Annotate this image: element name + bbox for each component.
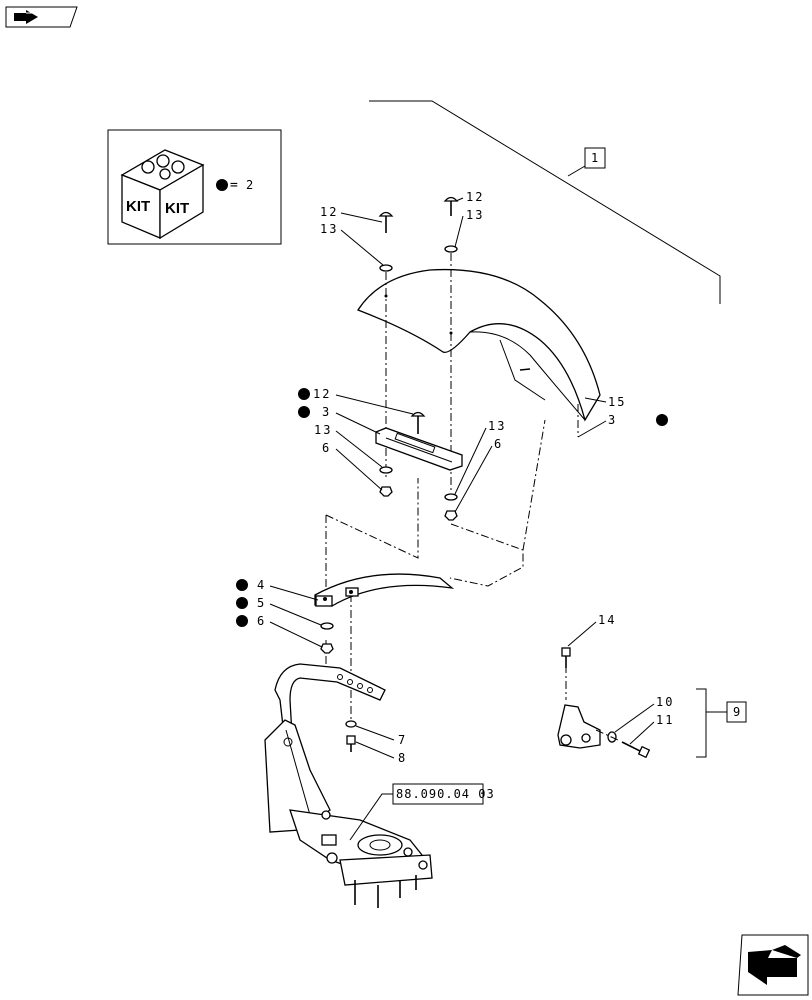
nut-6-c	[320, 643, 334, 654]
back-arrow-icon[interactable]	[5, 6, 78, 28]
reference-label: 88.090.04 03	[396, 787, 495, 801]
callout-6-c: 6	[257, 614, 266, 628]
nut-6-a	[379, 486, 393, 497]
bolt-12-right	[443, 196, 459, 216]
callout-1: 1	[591, 151, 600, 165]
bolt-12-left	[378, 211, 394, 233]
bolt-11	[621, 741, 651, 759]
kit-box-icon: KIT KIT	[120, 149, 205, 240]
bolt-12-mid	[410, 411, 426, 434]
callout-3-b: 3	[608, 413, 617, 427]
fender-support-bracket	[264, 663, 433, 908]
assembly-1-bracket: 1	[369, 100, 721, 304]
reference-box[interactable]: 88.090.04 03	[349, 783, 495, 841]
callout-12-a: 12	[320, 205, 338, 219]
assembly-9-bracket: 9	[696, 688, 747, 758]
kit-bullet	[236, 615, 248, 627]
callout-11: 11	[656, 713, 674, 727]
callout-13-b: 13	[466, 208, 484, 222]
strap-4	[314, 573, 455, 607]
washer-7	[345, 720, 357, 728]
kit-bullet	[216, 179, 228, 191]
callout-8: 8	[398, 751, 407, 765]
callout-3-a: 3	[322, 405, 331, 419]
kit-label-left: KIT	[126, 198, 150, 215]
callout-6-a: 6	[322, 441, 331, 455]
bracket-3	[375, 427, 463, 471]
nut-6-b	[444, 510, 458, 521]
bracket-9-part	[557, 665, 601, 749]
kit-bullet	[656, 414, 668, 426]
callout-13-d: 13	[488, 419, 506, 433]
callout-14: 14	[598, 613, 616, 627]
callout-4: 4	[257, 578, 266, 592]
callout-9: 9	[733, 705, 742, 719]
kit-bullet	[298, 388, 310, 400]
kit-legend: KIT KIT = 2	[107, 129, 282, 245]
washer-13-d	[444, 493, 458, 501]
bolt-8	[346, 735, 356, 752]
bolt-14	[561, 647, 571, 668]
kit-bullet	[236, 579, 248, 591]
washer-13-right	[444, 245, 458, 253]
callout-7: 7	[398, 733, 407, 747]
callout-13-c: 13	[314, 423, 332, 437]
kit-label-right: KIT	[165, 200, 189, 217]
fender	[357, 268, 601, 422]
washer-13-c	[379, 466, 393, 474]
callout-5: 5	[257, 596, 266, 610]
callout-12-c: 12	[313, 387, 331, 401]
callout-10: 10	[656, 695, 674, 709]
kit-equals: =	[230, 178, 240, 193]
kit-bullet	[298, 406, 310, 418]
callout-6-b: 6	[494, 437, 503, 451]
washer-5	[320, 622, 334, 630]
callout-12-b: 12	[466, 190, 484, 204]
kit-quantity: 2	[246, 178, 255, 192]
kit-bullet	[236, 597, 248, 609]
washer-13-left	[379, 264, 393, 272]
callout-13-a: 13	[320, 222, 338, 236]
callout-15: 15	[608, 395, 626, 409]
forward-arrow-icon[interactable]	[737, 934, 809, 996]
